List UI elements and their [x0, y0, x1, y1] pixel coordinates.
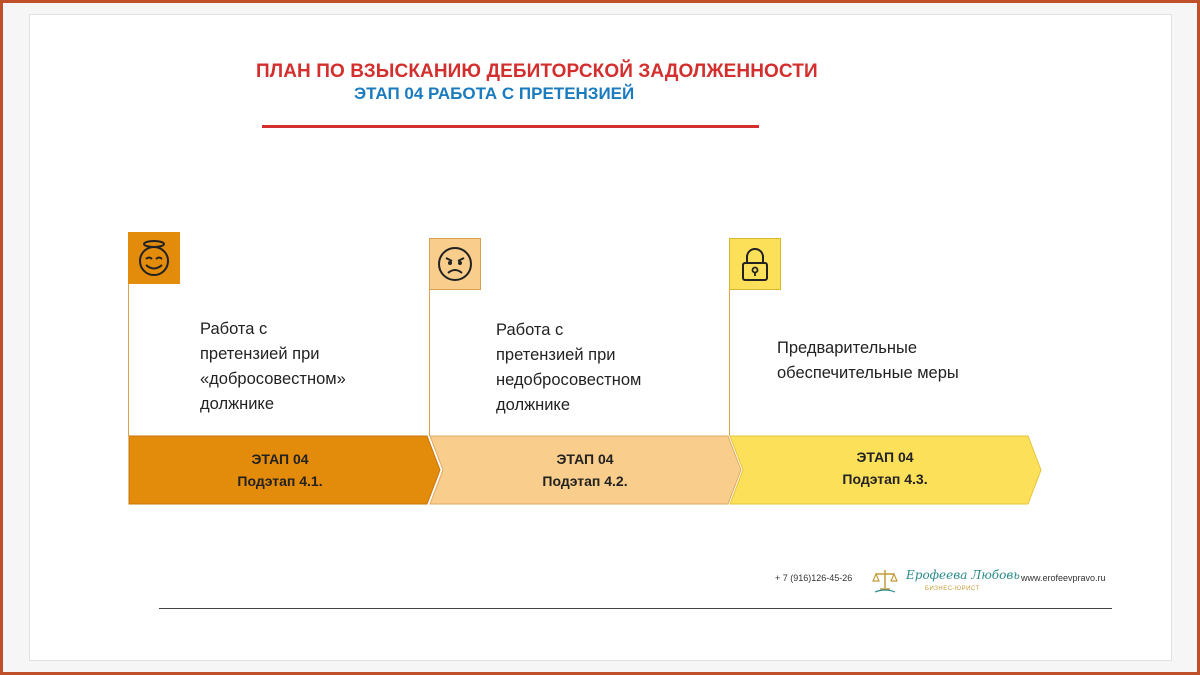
- footer-name: Ерофеева Любовь: [906, 568, 1020, 582]
- stage-1-chevron-label: ЭТАП 04 Подэтап 4.1.: [200, 448, 360, 492]
- title-underline: [262, 125, 759, 128]
- footer-website[interactable]: www.erofeevpravo.ru: [1021, 573, 1106, 583]
- stage-1-substage-label: Подэтап 4.1.: [237, 473, 323, 489]
- stage-2-line-4: должнике: [496, 396, 571, 414]
- stage-2-connector: [429, 290, 430, 436]
- scales-of-justice-icon: [872, 570, 898, 593]
- stage-3-chevron-label: ЭТАП 04 Подэтап 4.3.: [805, 446, 965, 490]
- stage-2-description: Работа с претензией при недобросовестном…: [496, 318, 641, 418]
- slide-subtitle: ЭТАП 04 РАБОТА С ПРЕТЕНЗИЕЙ: [354, 84, 635, 103]
- stage-3-description: Предварительные обеспечительные меры: [777, 336, 959, 386]
- stage-2-stage-label: ЭТАП 04: [556, 451, 614, 467]
- slide: [29, 14, 1172, 661]
- stage-3-substage-label: Подэтап 4.3.: [842, 471, 928, 487]
- stage-1-stage-label: ЭТАП 04: [251, 451, 309, 467]
- footer-rule: [159, 608, 1112, 609]
- footer-tagline: БИЗНЕС-ЮРИСТ: [925, 586, 980, 592]
- footer-phone: + 7 (916)126-45-26: [775, 573, 853, 583]
- smiling-angel-face-icon: [139, 240, 169, 276]
- stage-1-connector: [128, 284, 129, 436]
- stage-2-line-3: недобросовестном: [496, 371, 642, 389]
- slide-title: ПЛАН ПО ВЗЫСКАНИЮ ДЕБИТОРСКОЙ ЗАДОЛЖЕННО…: [256, 61, 818, 82]
- padlock-icon: [742, 248, 768, 281]
- stage-1-line-3: «добросовестном»: [200, 370, 346, 388]
- stage-1-line-2: претензией при: [200, 345, 320, 363]
- stage-1-icon-box: [128, 232, 180, 284]
- angry-face-icon: [438, 247, 472, 281]
- stage-3-line-2: обеспечительные меры: [777, 364, 959, 382]
- stage-3-stage-label: ЭТАП 04: [856, 449, 914, 465]
- stage-2-line-1: Работа с: [496, 321, 564, 339]
- stage-2-icon-box: [429, 238, 481, 290]
- stage-3-line-1: Предварительные: [777, 339, 918, 357]
- stage-2-substage-label: Подэтап 4.2.: [542, 473, 628, 489]
- stage-1-line-1: Работа с: [200, 320, 268, 338]
- stage-3-connector: [729, 290, 730, 436]
- stage-3-icon-box: [729, 238, 781, 290]
- stage-2-line-2: претензией при: [496, 346, 616, 364]
- stage-1-line-4: должнике: [200, 395, 275, 413]
- stage-1-description: Работа с претензией при «добросовестном»…: [200, 317, 346, 417]
- stage-2-chevron-label: ЭТАП 04 Подэтап 4.2.: [505, 448, 665, 492]
